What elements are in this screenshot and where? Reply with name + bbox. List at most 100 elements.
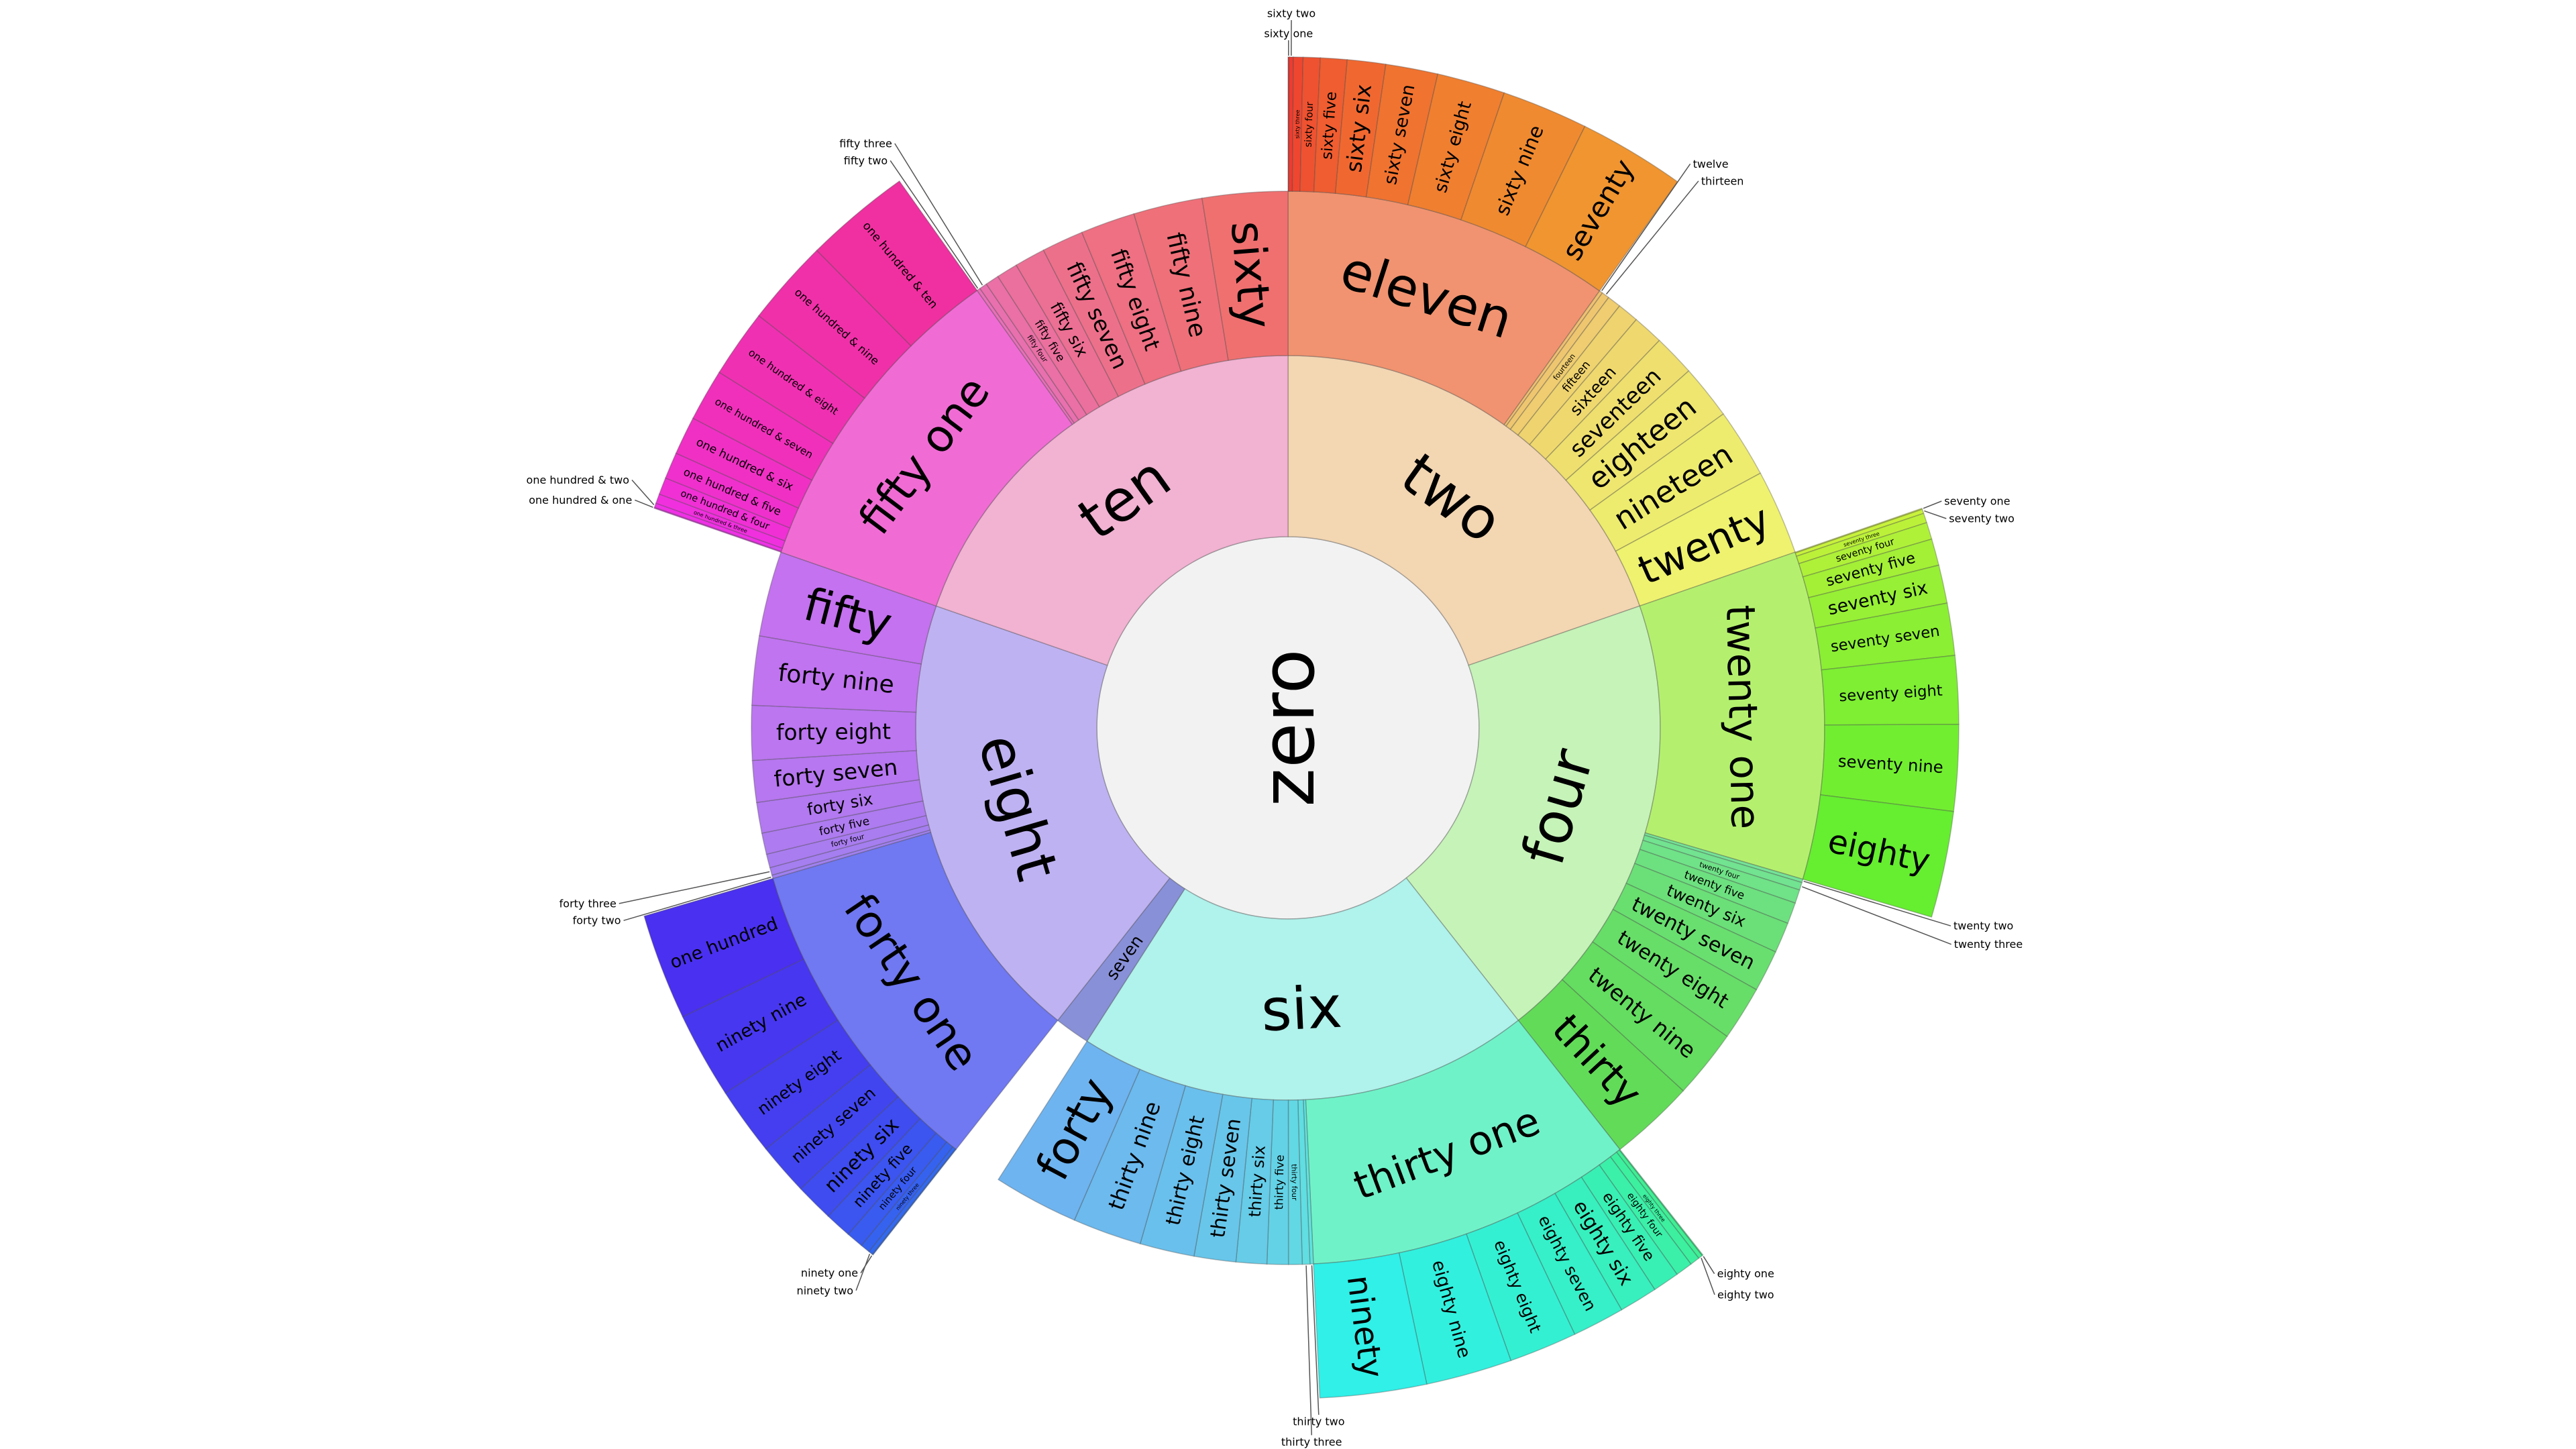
slice-sixty-four[interactable] — [1299, 56, 1322, 193]
slice-one-hundred-and-ten[interactable] — [816, 180, 978, 347]
slice-eighty-eight[interactable] — [1465, 1212, 1576, 1362]
slice-seventy-one[interactable] — [1794, 507, 1923, 554]
segment-seventy-eight[interactable]: seventy eight — [1821, 655, 1960, 726]
slice-twenty-six[interactable] — [1625, 863, 1788, 953]
slice-forty[interactable] — [997, 1040, 1141, 1221]
slice-forty-four[interactable] — [765, 814, 930, 869]
slice-one-hundred-and-seven[interactable] — [692, 371, 834, 481]
slice-eighty-seven[interactable] — [1516, 1193, 1623, 1336]
segment-eighty-nine[interactable]: eighty nine — [1398, 1233, 1512, 1385]
segment-eighty[interactable]: eighty — [1802, 794, 1955, 918]
segment-fifty-one[interactable]: fifty one — [780, 289, 1073, 607]
slice-seventy-two[interactable] — [1794, 508, 1925, 557]
slice-sixty-nine[interactable] — [1460, 92, 1586, 248]
slice-one-hundred-and-one[interactable] — [653, 506, 782, 553]
slice-ninety-eight[interactable] — [724, 1019, 871, 1150]
slice-twenty-one[interactable] — [1639, 551, 1825, 880]
segment-seventy-two[interactable]: seventy two — [1794, 508, 2015, 557]
slice-sixty-three[interactable] — [1291, 56, 1304, 192]
slice-fifteen[interactable] — [1517, 305, 1638, 445]
segment-forty-two[interactable]: forty two — [573, 829, 932, 927]
segment-two[interactable]: two — [1287, 355, 1641, 666]
slice-seventy[interactable] — [1525, 125, 1678, 292]
segment-zero[interactable]: zero — [1096, 536, 1480, 920]
segment-ninety-nine[interactable]: ninety nine — [682, 958, 839, 1094]
segment-fifty-two[interactable]: fifty two — [844, 154, 1075, 425]
segment-thirty-five[interactable]: thirty five — [1266, 1099, 1289, 1265]
segment-sixty-eight[interactable]: sixty eight — [1407, 73, 1505, 221]
slice-one-hundred-and-six[interactable] — [675, 417, 813, 509]
slice-fifty-two[interactable] — [976, 287, 1075, 425]
slice-fifty-seven[interactable] — [1042, 231, 1146, 397]
slice-one-hundred[interactable] — [643, 877, 805, 1018]
slice-fifty-nine[interactable] — [1133, 197, 1229, 372]
slice-one-hundred-and-three[interactable] — [655, 493, 786, 549]
slice-ninety[interactable] — [1313, 1252, 1428, 1399]
segment-sixty-five[interactable]: sixty five — [1313, 57, 1348, 194]
slice-eighty[interactable] — [1802, 794, 1955, 918]
segment-seventy[interactable]: seventy — [1525, 125, 1678, 292]
slice-two[interactable] — [1287, 355, 1641, 666]
slice-ten[interactable] — [935, 355, 1289, 666]
segment-eleven[interactable]: eleven — [1287, 191, 1601, 426]
slice-eighteen[interactable] — [1565, 370, 1724, 511]
slice-fifty-one[interactable] — [780, 289, 1073, 607]
slice-forty-nine[interactable] — [751, 635, 922, 713]
slice-nineteen[interactable] — [1589, 413, 1762, 552]
segment-forty-three[interactable]: forty three — [559, 824, 931, 910]
slice-thirty-five[interactable] — [1266, 1099, 1289, 1265]
slice-twenty-five[interactable] — [1633, 849, 1796, 924]
segment-sixty-nine[interactable]: sixty nine — [1460, 92, 1586, 248]
slice-thirty-three[interactable] — [1297, 1099, 1311, 1265]
slice-fifty-six[interactable] — [1015, 249, 1120, 408]
slice-fifty-three[interactable] — [979, 283, 1080, 424]
slice-fifty-five[interactable] — [997, 264, 1100, 416]
slice-forty-two[interactable] — [771, 829, 932, 879]
slice-fifty-four[interactable] — [985, 275, 1087, 421]
segment-sixty-four[interactable]: sixty four — [1299, 56, 1322, 193]
slice-eighty-one[interactable] — [1618, 1148, 1704, 1256]
slice-eighty-six[interactable] — [1554, 1176, 1656, 1311]
slice-ninety-nine[interactable] — [682, 958, 839, 1094]
slice-sixty[interactable] — [1201, 191, 1289, 362]
slice-twenty-four[interactable] — [1639, 839, 1801, 904]
segment-ten[interactable]: ten — [935, 355, 1289, 666]
slice-ninety-seven[interactable] — [765, 1064, 899, 1190]
slice-twenty-seven[interactable] — [1612, 882, 1776, 991]
slice-sixty-five[interactable] — [1313, 57, 1348, 194]
segment-thirteen[interactable]: thirteen — [1505, 174, 1743, 431]
slice-twenty-two[interactable] — [1644, 832, 1804, 883]
segment-one-hundred-and-ten[interactable]: one hundred & ten — [816, 180, 978, 347]
segment-sixty-six[interactable]: sixty six — [1334, 59, 1387, 198]
slice-eighty-three[interactable] — [1609, 1151, 1700, 1265]
slice-thirty-two[interactable] — [1302, 1099, 1314, 1265]
slice-seventeen[interactable] — [1545, 339, 1690, 481]
slice-four[interactable] — [1405, 605, 1661, 1022]
segment-ninety[interactable]: ninety — [1313, 1252, 1428, 1399]
segment-one-hundred-and-two[interactable]: one hundred & two — [527, 474, 784, 552]
slice-one-hundred-and-eight[interactable] — [718, 315, 865, 444]
segment-fifty-nine[interactable]: fifty nine — [1133, 197, 1229, 372]
segment-thirty-one[interactable]: thirty one — [1305, 1020, 1621, 1265]
segment-twenty-one[interactable]: twenty one — [1639, 551, 1825, 880]
segment-twenty-two[interactable]: twenty two — [1644, 832, 2013, 932]
segment-one-hundred-and-one[interactable]: one hundred & one — [529, 494, 782, 553]
slice-one-hundred-and-nine[interactable] — [757, 250, 912, 399]
slice-thirty-eight[interactable] — [1139, 1085, 1224, 1257]
slice-fourteen[interactable] — [1509, 297, 1621, 436]
slice-eight[interactable] — [915, 605, 1171, 1022]
segment-sixty[interactable]: sixty — [1201, 191, 1289, 362]
slice-fifty-eight[interactable] — [1081, 213, 1182, 385]
segment-forty-nine[interactable]: forty nine — [751, 635, 922, 713]
slice-forty-eight[interactable] — [751, 704, 917, 761]
slice-twenty-nine[interactable] — [1561, 941, 1728, 1092]
slice-forty-five[interactable] — [761, 800, 927, 855]
segment-sixty-two[interactable]: sixty two — [1267, 7, 1316, 192]
slice-seventy-seven[interactable] — [1815, 602, 1955, 671]
slice-sixty-two[interactable] — [1288, 56, 1294, 192]
slice-ninety-four[interactable] — [847, 1132, 948, 1246]
slice-eighty-five[interactable] — [1580, 1164, 1678, 1291]
segment-fifty-three[interactable]: fifty three — [839, 137, 1080, 424]
slice-eighty-four[interactable] — [1598, 1156, 1692, 1275]
segment-forty-eight[interactable]: forty eight — [751, 704, 917, 761]
